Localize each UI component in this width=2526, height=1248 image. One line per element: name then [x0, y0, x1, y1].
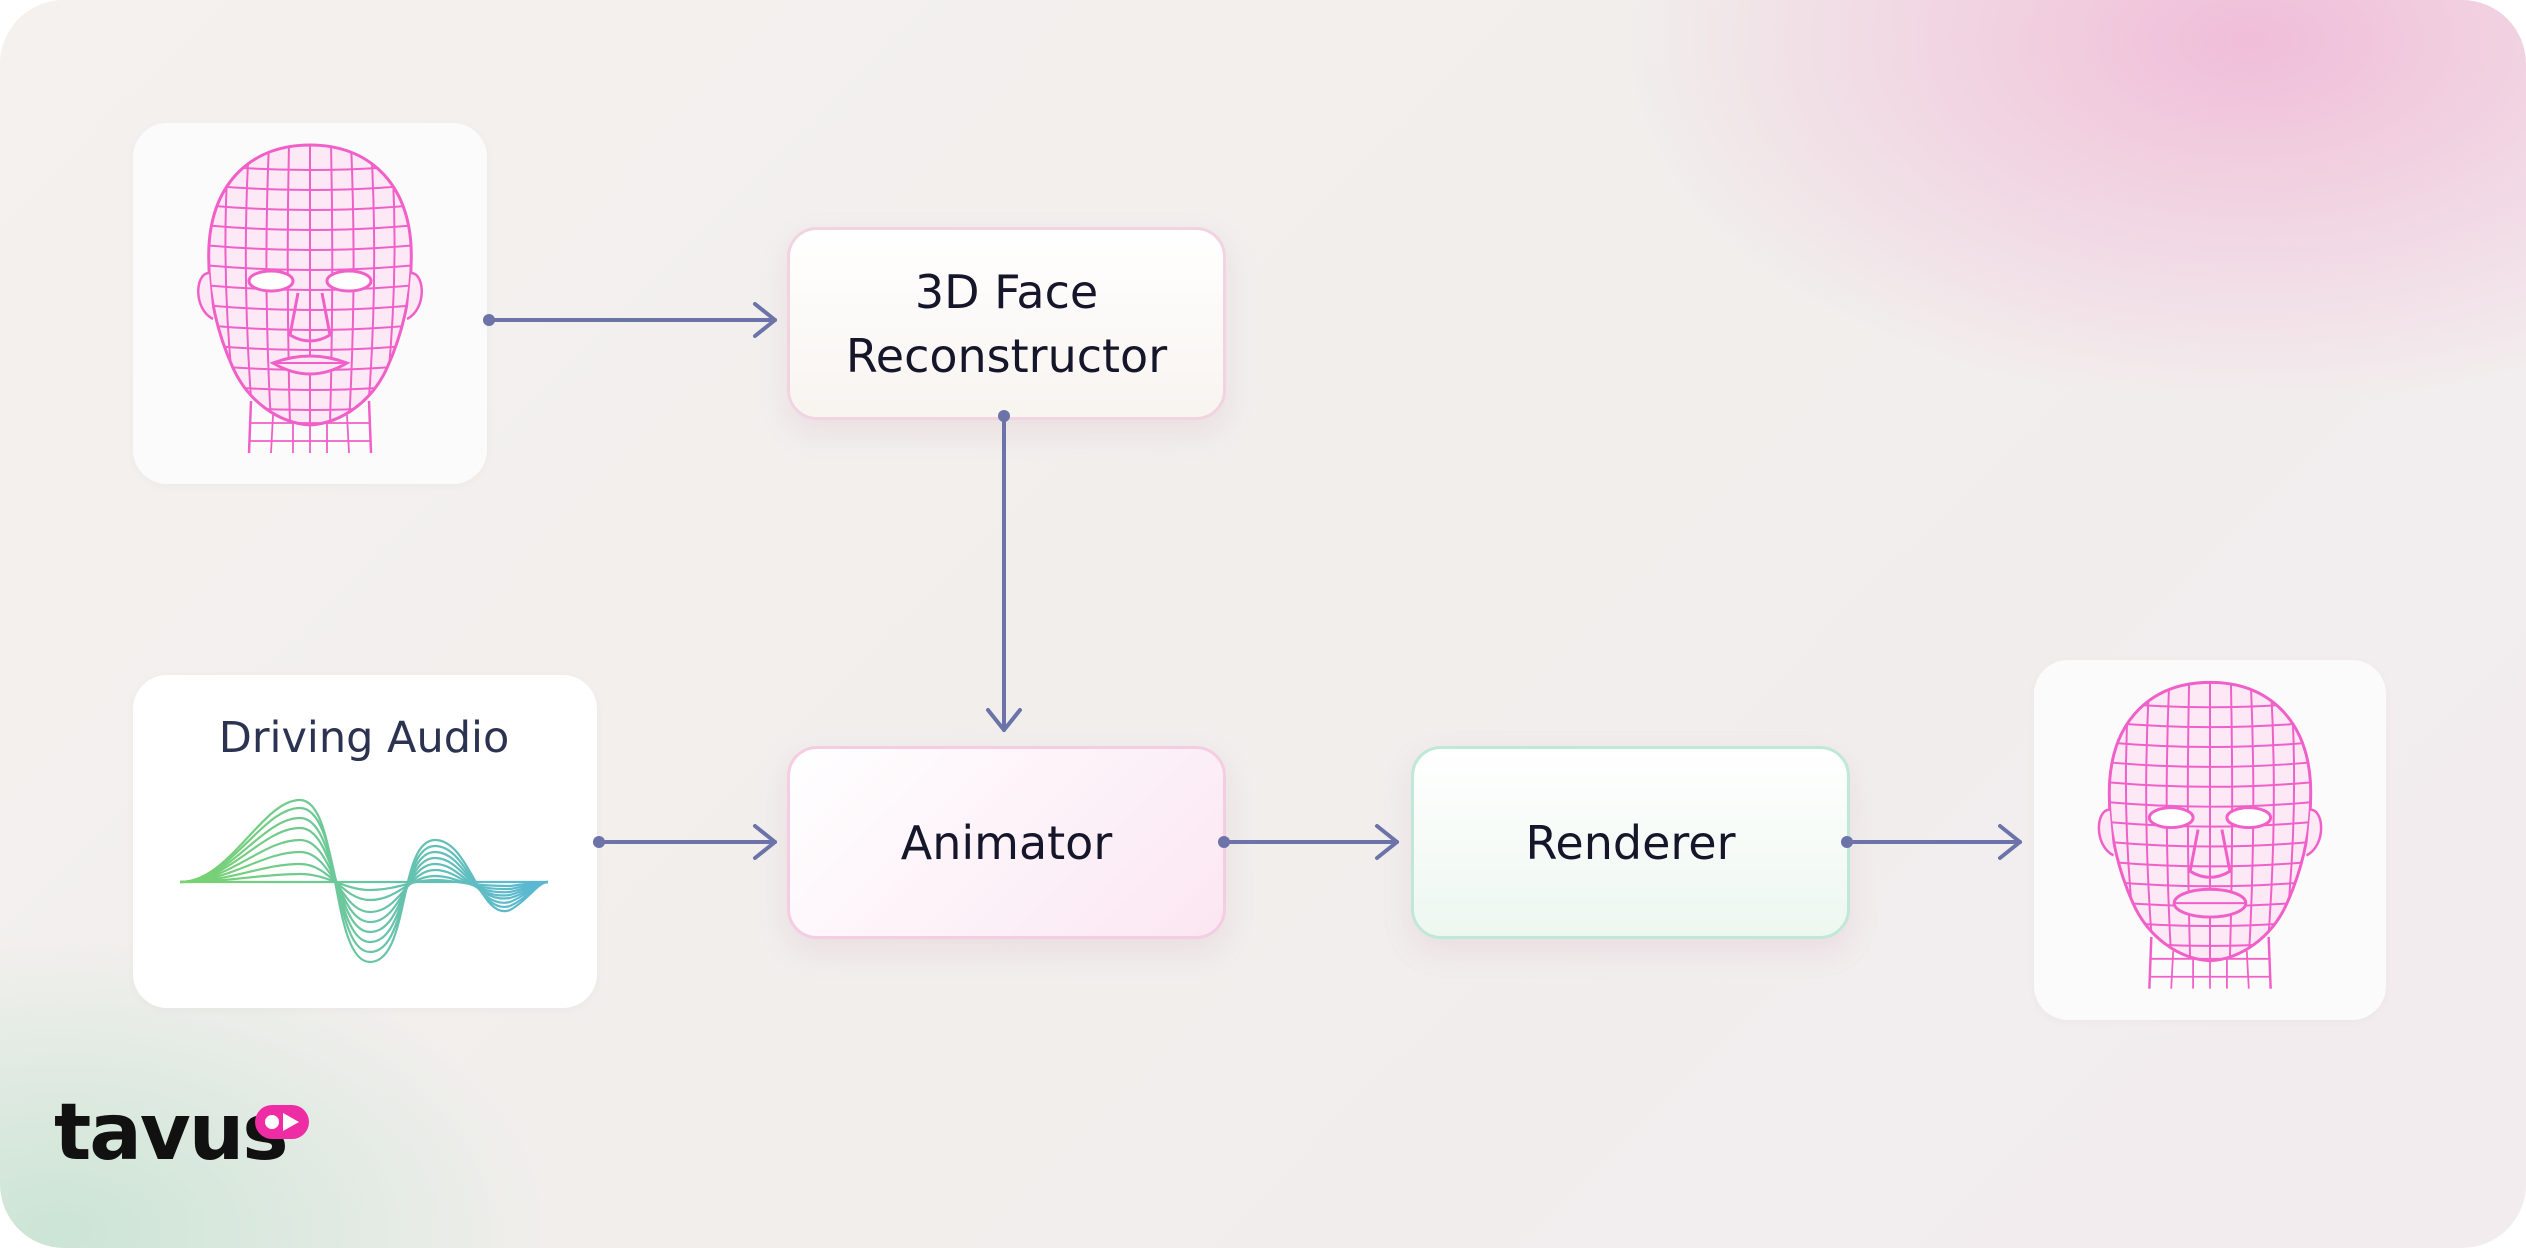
animator-label: Animator	[900, 815, 1113, 870]
renderer-label: Renderer	[1525, 815, 1736, 870]
face-reconstructor-label-line1: 3D Face	[914, 264, 1099, 319]
renderer-node: Renderer	[1411, 746, 1850, 939]
arrow-input-face-to-reconstructor	[487, 302, 777, 338]
input-face-wireframe-icon	[197, 143, 423, 454]
arrow-renderer-to-output-face	[1845, 824, 2022, 860]
input-face-card	[133, 123, 487, 484]
face-reconstructor-label-line2: Reconstructor	[845, 328, 1168, 383]
arrow-animator-to-renderer	[1222, 824, 1399, 860]
output-face-card	[2034, 660, 2386, 1020]
face-reconstructor-node: 3D Face Reconstructor	[787, 227, 1226, 420]
arrow-audio-to-animator	[597, 824, 777, 860]
output-face-wireframe-icon	[2097, 680, 2323, 989]
arrow-reconstructor-to-animator	[986, 414, 1022, 732]
animator-node: Animator	[787, 746, 1226, 939]
brand-logo-text: tavus	[54, 1088, 289, 1178]
driving-audio-label: Driving Audio	[218, 713, 510, 763]
